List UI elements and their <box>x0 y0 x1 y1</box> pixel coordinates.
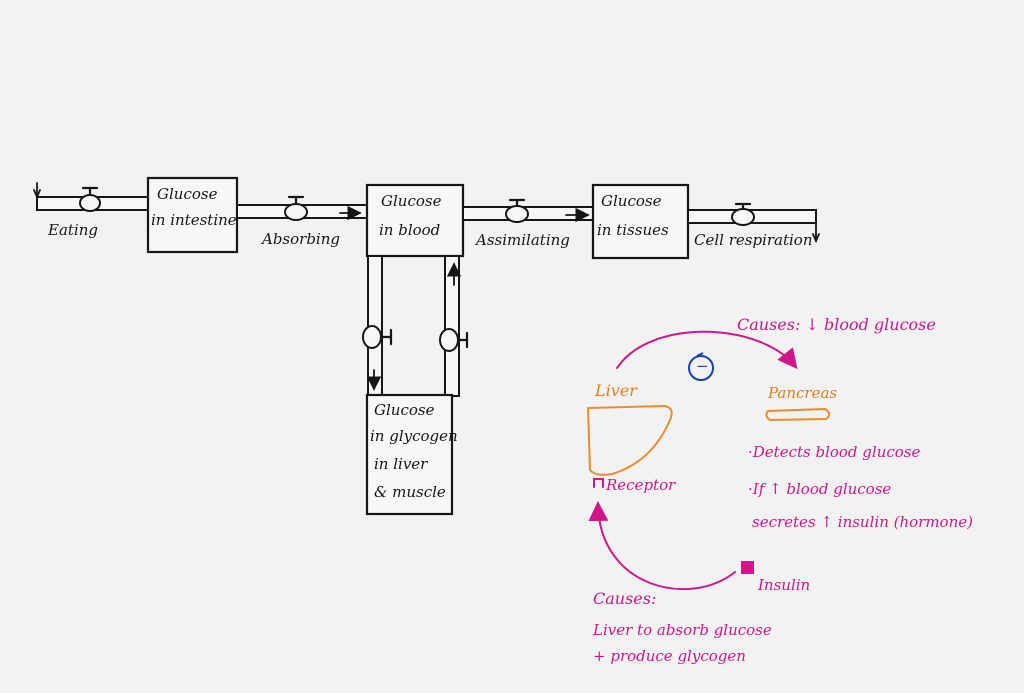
label-causes-top: Causes: ↓ blood glucose <box>737 315 936 334</box>
loop-sign-circle <box>688 355 714 381</box>
label-intestine-line1: Glucose <box>157 185 218 203</box>
pancreas-shape <box>765 408 831 421</box>
label-flow-cell-respiration: Cell respiration <box>694 231 813 249</box>
label-loop-sign: − <box>696 357 709 375</box>
secretes-prefix: secretes <box>752 513 816 531</box>
causes-top-arrow: ↓ <box>805 315 819 334</box>
label-flow-eating: Eating <box>48 221 98 239</box>
stock-tissues-box <box>591 183 690 260</box>
valve-glycogen-in-icon <box>362 325 393 349</box>
label-glycogen-line1: Glucose <box>374 401 435 419</box>
stock-intestine-box <box>146 176 239 254</box>
arc-liver-to-pancreas <box>616 330 798 370</box>
loop-sign-arrow <box>696 352 704 357</box>
label-glycogen-line3: in liver <box>374 455 428 473</box>
label-causes-bottom-line2: + produce glycogen <box>593 647 746 665</box>
stock-blood-box <box>365 183 465 258</box>
arc-insulin-to-receptor <box>588 501 736 591</box>
label-causes-bottom-title: Causes: <box>593 589 657 608</box>
valve-assimilating-icon <box>505 198 529 223</box>
pipe-from-glycogen <box>444 255 462 397</box>
label-flow-assimilating: Assimilating <box>476 231 570 249</box>
label-detects: ·Detects blood glucose <box>748 443 921 461</box>
valve-absorbing-icon <box>284 195 308 221</box>
if-arrow: ↑ <box>769 480 782 498</box>
insulin-square <box>741 561 754 574</box>
label-flow-absorbing: Absorbing <box>262 230 340 248</box>
label-if-blood-glucose: ·If ↑ blood glucose <box>748 480 892 498</box>
label-blood-line2: in blood <box>379 221 441 239</box>
label-secretes-insulin: secretes ↑ insulin (hormone) <box>752 513 973 531</box>
label-causes-bottom-line1: Liver to absorb glucose <box>593 621 772 639</box>
if-text: blood glucose <box>786 480 892 498</box>
label-intestine-line2: in intestine <box>151 211 237 229</box>
label-glycogen-line4: & muscle <box>374 483 446 501</box>
stock-glycogen-box <box>365 393 454 516</box>
label-glycogen-line2: in glycogen <box>370 427 458 445</box>
label-receptor: Receptor <box>606 476 676 494</box>
secretes-text: insulin (hormone) <box>837 513 973 531</box>
label-tissues-line2: in tissues <box>597 221 669 239</box>
if-prefix: ·If <box>748 480 765 498</box>
valve-eating-icon <box>79 186 101 212</box>
label-liver: Liver <box>595 381 637 400</box>
secretes-arrow: ↑ <box>820 513 833 531</box>
liver-shape <box>587 405 673 476</box>
receptor-icon <box>593 478 604 488</box>
valve-glycogen-out-icon <box>439 328 469 352</box>
label-blood-line1: Glucose <box>381 192 442 210</box>
causes-top-text: blood glucose <box>823 315 936 334</box>
causes-top-prefix: Causes: <box>737 315 801 334</box>
label-tissues-line1: Glucose <box>601 192 662 210</box>
valve-cell-respiration-icon <box>731 202 755 226</box>
label-insulin: Insulin <box>758 576 811 594</box>
label-pancreas: Pancreas <box>768 384 838 402</box>
